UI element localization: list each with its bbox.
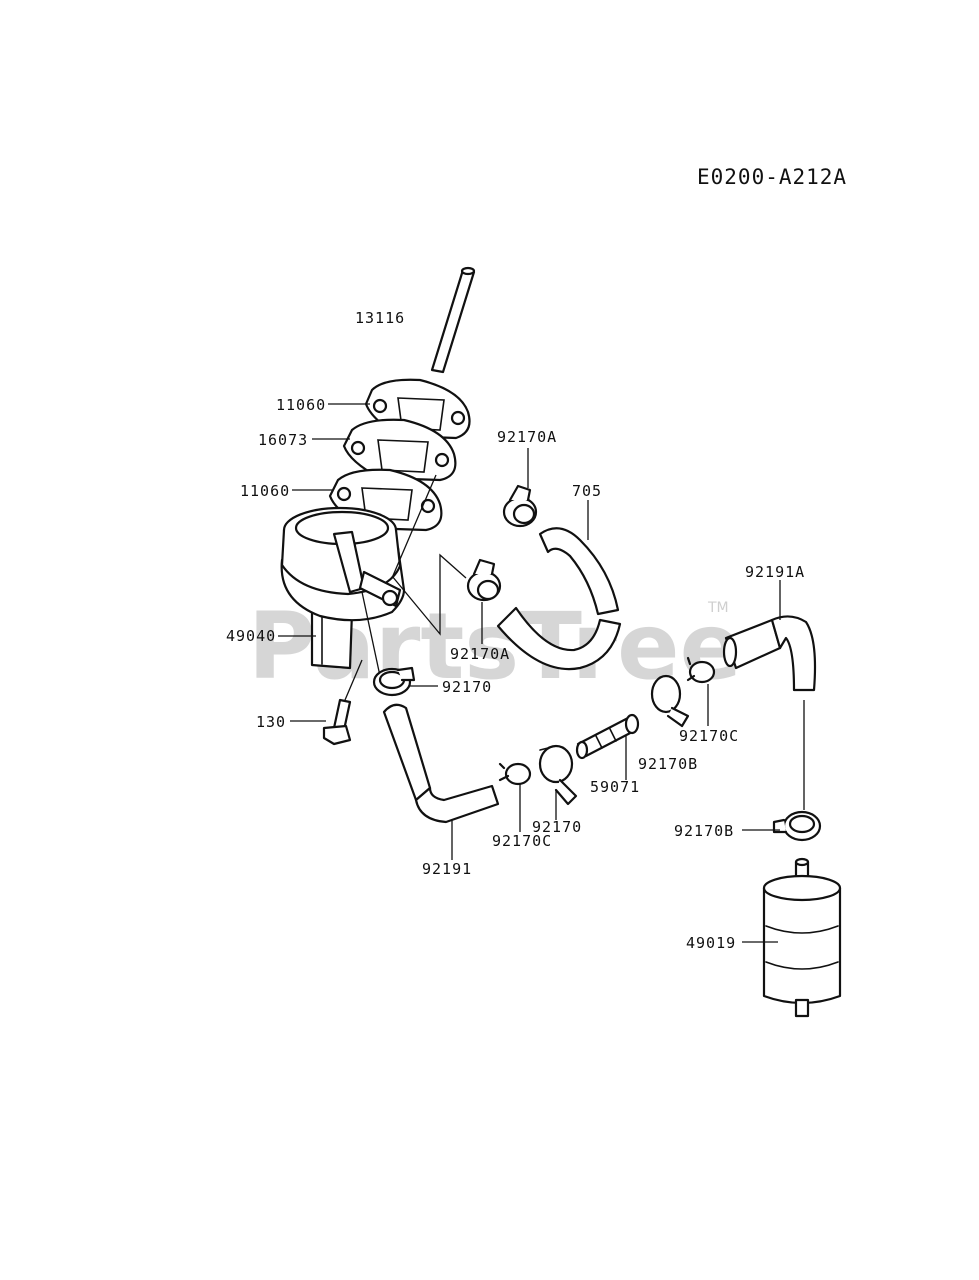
part-130-bolt[interactable]: [322, 698, 352, 746]
part-92170A-clamp-top[interactable]: [502, 484, 538, 528]
label-11060-bottom[interactable]: 11060: [240, 482, 290, 500]
label-16073[interactable]: 16073: [258, 431, 308, 449]
part-92170A-clamp-mid[interactable]: [466, 558, 502, 602]
label-13116[interactable]: 13116: [355, 309, 405, 327]
label-92170B-lower[interactable]: 92170B: [674, 822, 734, 840]
part-59071-joint[interactable]: [575, 713, 640, 760]
label-92170A-mid[interactable]: 92170A: [450, 645, 510, 663]
part-92191A-hose[interactable]: [722, 615, 817, 692]
part-92170-clamp-upper[interactable]: [372, 666, 416, 697]
gasket-16073[interactable]: [342, 418, 457, 482]
assembly-reference-line: [391, 553, 467, 636]
part-13116-pipe[interactable]: [430, 266, 476, 374]
label-92170-lower[interactable]: 92170: [532, 818, 582, 836]
part-49040-fuel-pump[interactable]: [280, 506, 406, 670]
label-59071[interactable]: 59071: [590, 778, 640, 796]
label-92191A[interactable]: 92191A: [745, 563, 805, 581]
label-49040[interactable]: 49040: [226, 627, 276, 645]
part-92170B-clamp-mid[interactable]: [650, 674, 690, 728]
part-92170-clamp-lower[interactable]: [538, 744, 578, 806]
label-92170-upper[interactable]: 92170: [442, 678, 492, 696]
label-130[interactable]: 130: [256, 713, 286, 731]
part-92170C-clamp-lower[interactable]: [498, 762, 532, 786]
leader-lines: [278, 403, 781, 943]
label-11060-top[interactable]: 11060: [276, 396, 326, 414]
label-92170C-right[interactable]: 92170C: [679, 727, 739, 745]
part-92191-hose[interactable]: [382, 703, 500, 824]
part-labels: 13116 11060 16073 11060 92170A 705 92191…: [226, 309, 805, 952]
label-92170B-mid[interactable]: 92170B: [638, 755, 698, 773]
part-92170C-clamp-right[interactable]: [686, 656, 716, 684]
label-49019[interactable]: 49019: [686, 934, 736, 952]
diagram-code: E0200-A212A: [697, 165, 847, 189]
part-705-hose[interactable]: [496, 527, 622, 671]
label-705[interactable]: 705: [572, 482, 602, 500]
watermark-trademark: TM: [707, 600, 729, 616]
label-92170A-top[interactable]: 92170A: [497, 428, 557, 446]
label-92191[interactable]: 92191: [422, 860, 472, 878]
part-92170B-clamp-lower[interactable]: [772, 810, 822, 842]
label-92170C-lower[interactable]: 92170C: [492, 832, 552, 850]
part-49019-fuel-filter[interactable]: [762, 857, 842, 1018]
